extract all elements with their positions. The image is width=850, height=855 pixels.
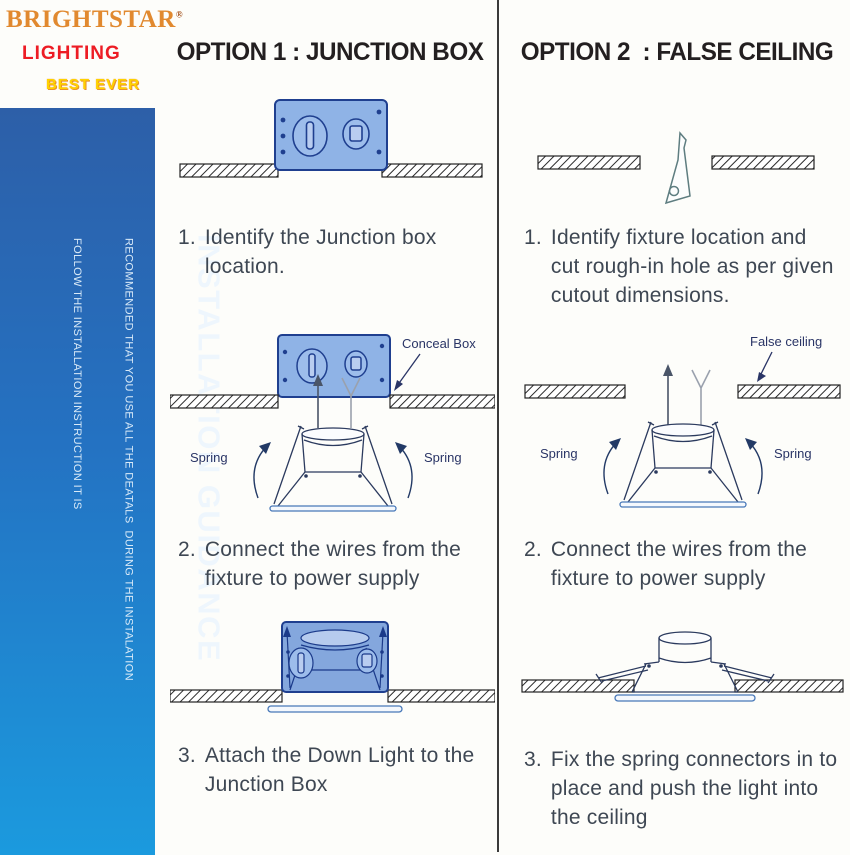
junction-box-icon	[274, 99, 388, 171]
step-text: Attach the Down Light to the Junction Bo…	[204, 744, 475, 796]
brand-subtitle: LIGHTING	[22, 43, 121, 64]
trim-flange-icon	[267, 705, 403, 713]
step-text: Identify the Junction box location.	[204, 226, 437, 278]
step-number: 1.	[178, 226, 196, 249]
brand-tagline: BEST EVER	[46, 76, 141, 93]
step-number: 3.	[178, 744, 196, 767]
diagram-push-light	[521, 631, 844, 702]
option2-step2: 2. Connect the wires from the fixture to…	[524, 536, 840, 594]
trim-flange-icon	[614, 694, 756, 702]
conceal-box-pointer-icon	[394, 353, 421, 391]
sidebar-note-line2: RECOMMENDED THAT YOU USE ALL THE DEATALS…	[122, 238, 135, 682]
ceiling-strip-left	[524, 384, 626, 399]
ceiling-strip-right	[737, 384, 841, 399]
downlight-fixture-icon	[269, 425, 397, 512]
junction-box-icon	[277, 334, 391, 398]
option2-step1: 1. Identify fixture location and cut rou…	[524, 224, 840, 311]
spring-arrow-left-icon	[253, 442, 271, 499]
ceiling-strip-left	[170, 689, 283, 703]
diagram-cut-hole	[537, 131, 815, 205]
ceiling-strip-right	[381, 163, 483, 178]
sidebar-title: INSTALLATION GUIDANCE	[191, 234, 227, 663]
sidebar-note: FOLLOW THE INSTALLATION INSTRUCTION IT I…	[0, 108, 170, 855]
column-divider	[497, 0, 499, 852]
ceiling-strip-right	[387, 689, 495, 703]
sidebar: FOLLOW THE INSTALLATION INSTRUCTION IT I…	[0, 108, 226, 855]
spring-label-right: Spring	[424, 450, 462, 465]
conceal-box-label: Conceal Box	[402, 336, 476, 351]
option1-header: OPTION 1 : JUNCTION BOX	[176, 37, 484, 66]
option1-step1: 1. Identify the Junction box location.	[178, 224, 490, 282]
spring-flat-left-icon	[595, 665, 649, 684]
spring-label-right: Spring	[774, 446, 812, 461]
ceiling-strip-right	[711, 155, 815, 170]
option1-step2: 2. Connect the wires from the fixture to…	[178, 536, 490, 594]
step-number: 3.	[524, 748, 542, 771]
brand-name-text: BRIGHTSTAR	[6, 6, 176, 33]
diagram-connect-wires-false-ceiling: False ceiling	[524, 334, 841, 508]
diagram-attach-downlight	[170, 621, 495, 713]
step-text: Connect the wires from the fixture to po…	[550, 538, 808, 590]
sidebar-note-line1: FOLLOW THE INSTALLATION INSTRUCTION IT I…	[71, 238, 84, 510]
installed-fixture-icon	[595, 631, 775, 693]
false-ceiling-label: False ceiling	[750, 334, 822, 349]
ceiling-strip-right	[389, 394, 495, 409]
spring-label-left: Spring	[190, 450, 228, 465]
step-text: Identify fixture location and cut rough-…	[550, 226, 834, 307]
spring-label-left: Spring	[540, 446, 578, 461]
ceiling-strip-left	[521, 679, 635, 693]
false-ceiling-pointer-icon	[757, 351, 773, 382]
ceiling-strip-right	[734, 679, 844, 693]
spring-arrow-left-icon	[603, 438, 621, 495]
diagram-junction-box-location	[179, 99, 483, 178]
cutter-knife-icon	[664, 131, 691, 205]
step-number: 2.	[524, 538, 542, 561]
wire-up-arrow-icon	[663, 364, 673, 425]
ceiling-strip-left	[170, 394, 279, 409]
step-text: Fix the spring connectors in to place an…	[550, 748, 838, 829]
spring-arrow-right-icon	[745, 438, 763, 495]
brand-logo: BRIGHTSTAR® LIGHTING BEST EVER	[6, 6, 183, 93]
spring-arrow-right-icon	[395, 442, 413, 499]
option1-step3: 3. Attach the Down Light to the Junction…	[178, 742, 490, 800]
step-text: Connect the wires from the fixture to po…	[204, 538, 462, 590]
step-number: 1.	[524, 226, 542, 249]
downlight-fixture-icon	[619, 421, 747, 508]
brand-name: BRIGHTSTAR®	[6, 6, 183, 34]
spring-flat-right-icon	[721, 665, 775, 684]
wire-up-arrow-icon	[313, 374, 323, 428]
option2-header: OPTION 2 : FALSE CEILING	[520, 37, 834, 66]
option2-step3: 3. Fix the spring connectors in to place…	[524, 746, 840, 833]
ceiling-strip-left	[537, 155, 641, 170]
wire-y-icon	[691, 369, 711, 425]
diagram-connect-wires-junction: Conceal Box	[170, 334, 495, 512]
wire-y-icon	[341, 377, 361, 428]
junction-box-with-light-icon	[281, 621, 389, 693]
registered-mark-icon: ®	[175, 9, 184, 20]
step-number: 2.	[178, 538, 196, 561]
ceiling-strip-left	[179, 163, 279, 178]
